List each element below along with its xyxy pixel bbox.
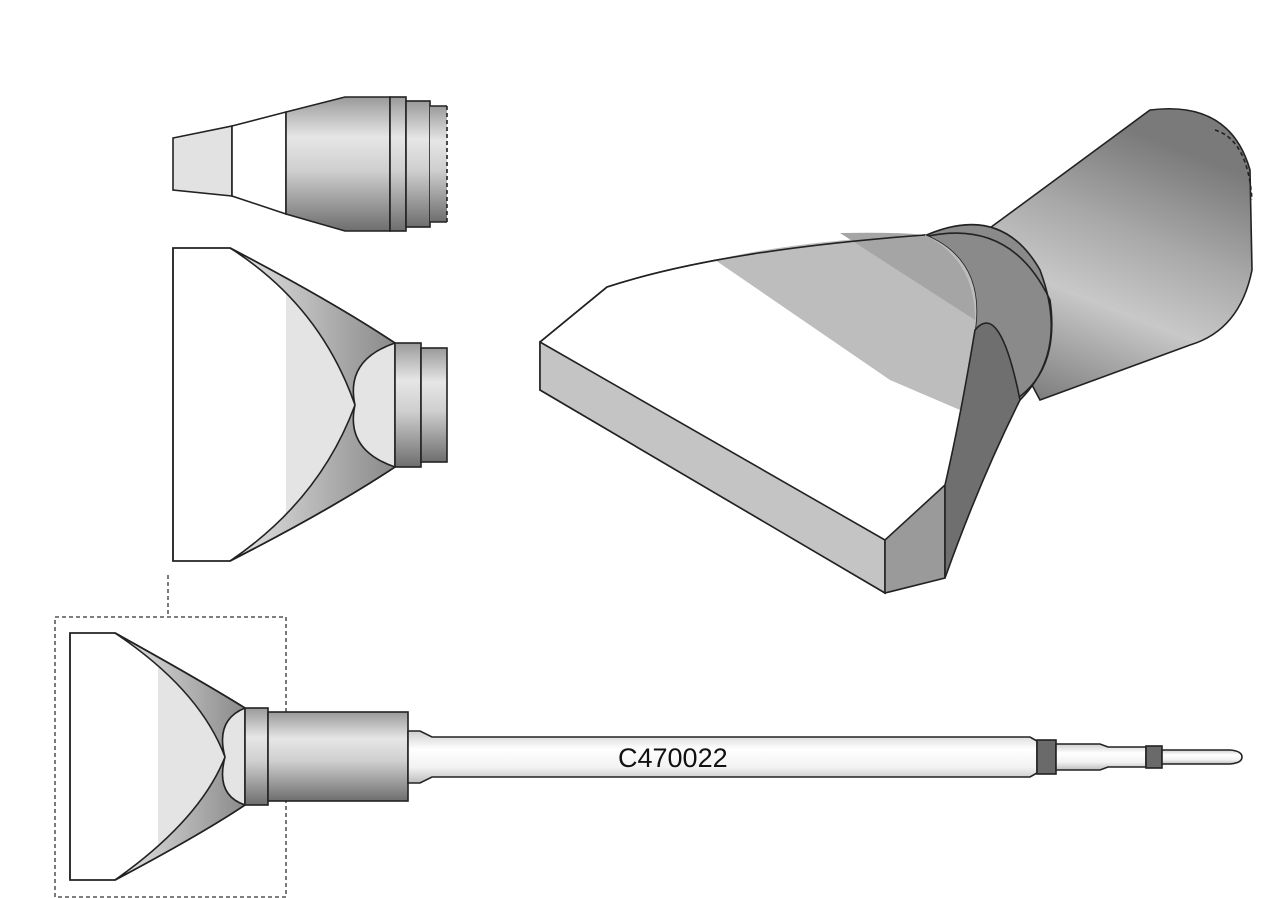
part-number-label: C470022 (618, 743, 728, 773)
full-length-view: C470022 (69, 632, 1243, 881)
side-view (172, 96, 448, 232)
front-view (172, 247, 448, 562)
isometric-view (539, 108, 1253, 595)
